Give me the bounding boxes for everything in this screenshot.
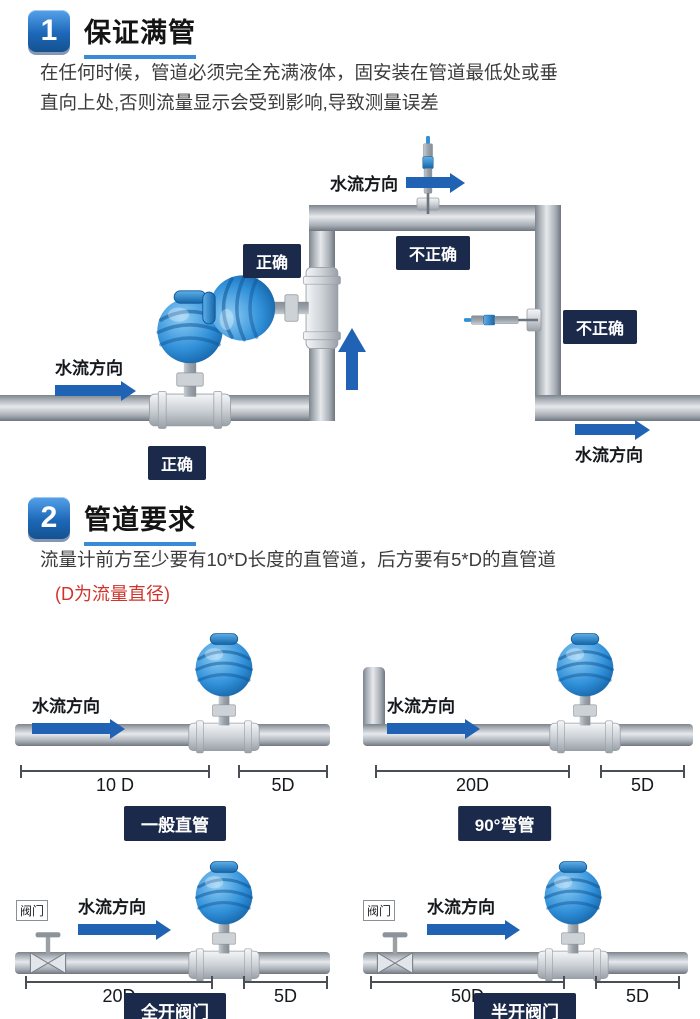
flow-direction: 水流方向 xyxy=(32,692,110,734)
verdict-badge-incorrect: 不正确 xyxy=(396,236,471,270)
flow-direction-label: 水流方向 xyxy=(78,898,146,917)
flow-direction-label: 水流方向 xyxy=(330,175,398,194)
flow-direction-label: 水流方向 xyxy=(55,359,123,378)
dimension-back: 5D xyxy=(595,976,680,1007)
valve-tag: 阀门 xyxy=(363,900,396,921)
dimension-label: 20D xyxy=(455,775,490,795)
dimension-label: 5D xyxy=(273,986,297,1006)
right-arrow-icon xyxy=(575,424,635,435)
dimension-line xyxy=(20,765,210,778)
flowmeter-icon xyxy=(536,860,610,983)
section2-number-badge: 2 xyxy=(28,497,70,539)
section1-number-badge: 1 xyxy=(28,10,70,52)
flow-direction-label: 水流方向 xyxy=(387,697,455,716)
flow-direction: 水流方向 xyxy=(387,692,465,734)
up-arrow-icon xyxy=(338,328,366,390)
right-arrow-icon xyxy=(78,924,156,935)
valve-tag: 阀门 xyxy=(16,900,49,921)
verdict-badge-incorrect: 不正确 xyxy=(563,310,638,344)
desc-line1: 在任何时候，管道必须完全充满液体，固安装在管道最低处或垂 xyxy=(40,62,559,83)
section1-title: 保证满管 xyxy=(84,11,196,59)
diagram-caption: 半开阀门 xyxy=(474,993,576,1019)
dimension-line xyxy=(238,765,328,778)
flowmeter-icon xyxy=(548,632,622,755)
right-arrow-icon xyxy=(427,924,505,935)
flow-direction: 水流方向 xyxy=(78,893,156,935)
pipe-bottom-right xyxy=(535,395,700,421)
valve-pipe-drawing xyxy=(363,860,688,983)
flow-direction-label: 水流方向 xyxy=(32,697,100,716)
dimension-label: 5D xyxy=(625,986,649,1006)
dimension-line xyxy=(595,976,680,989)
dimension-label: 10 D xyxy=(95,775,135,795)
right-arrow-icon xyxy=(55,385,121,396)
dimension-label: 5D xyxy=(271,775,295,795)
flow-direction-label: 水流方向 xyxy=(427,898,495,917)
flowmeter-icon-horizontal xyxy=(201,265,343,351)
dimension-line xyxy=(375,765,570,778)
diagram-half-open-valve: 阀门 水流方向 50D 5D 半开阀门 xyxy=(355,845,695,1019)
diagram-straight-pipe: 水流方向 10 D 5D 一般直管 xyxy=(10,612,340,841)
diagram-caption: 90°弯管 xyxy=(457,806,552,841)
flow-direction: 水流方向 xyxy=(427,893,505,935)
section1-description: 在任何时候，管道必须完全充满液体，固安装在管道最低处或垂 直向上处,否则流量显示… xyxy=(40,58,680,117)
diagram-caption: 一般直管 xyxy=(124,806,226,841)
valve-pipe-drawing xyxy=(15,860,330,983)
pipe-network-drawing xyxy=(0,136,700,431)
right-arrow-icon xyxy=(387,723,465,734)
pipe-vertical-stub xyxy=(363,667,385,737)
dimension-back: 5D xyxy=(238,765,328,796)
dimension-line xyxy=(25,976,213,989)
flow-direction-right: 水流方向 xyxy=(575,424,643,466)
dimension-back: 5D xyxy=(243,976,328,1007)
dimension-label: 5D xyxy=(630,775,654,795)
flowmeter-icon xyxy=(187,632,261,755)
diagram-elbow-pipe: 水流方向 20D 5D 90°弯管 xyxy=(355,612,695,841)
right-arrow-icon xyxy=(406,177,450,188)
dimension-front: 10 D xyxy=(20,765,210,796)
diagram-caption: 全开阀门 xyxy=(124,993,226,1019)
dimension-back: 5D xyxy=(600,765,685,796)
right-arrow-icon xyxy=(32,723,110,734)
section2-description: 流量计前方至少要有10*D长度的直管道，后方要有5*D的直管道 xyxy=(40,549,556,570)
dimension-line xyxy=(600,765,685,778)
full-pipe-installation-diagram: 水流方向 水流方向 水流方向 正确 不正确 不正确 正确 xyxy=(0,130,700,485)
section2-title: 管道要求 xyxy=(84,498,196,546)
diameter-note: (D为流量直径) xyxy=(55,584,170,604)
verdict-badge-correct: 正确 xyxy=(243,244,302,278)
flow-direction-top: 水流方向 xyxy=(330,170,450,195)
dimension-line xyxy=(370,976,565,989)
flow-direction-label: 水流方向 xyxy=(575,446,643,465)
dimension-line xyxy=(243,976,328,989)
flow-direction-left: 水流方向 xyxy=(55,354,123,396)
verdict-badge-correct: 正确 xyxy=(148,446,207,480)
dimension-front: 20D xyxy=(375,765,570,796)
diagram-open-valve: 阀门 水流方向 20D 5D 全开阀门 xyxy=(10,845,340,1019)
desc-line2: 直向上处,否则流量显示会受到影响,导致测量误差 xyxy=(40,91,439,113)
flowmeter-icon xyxy=(187,860,261,983)
